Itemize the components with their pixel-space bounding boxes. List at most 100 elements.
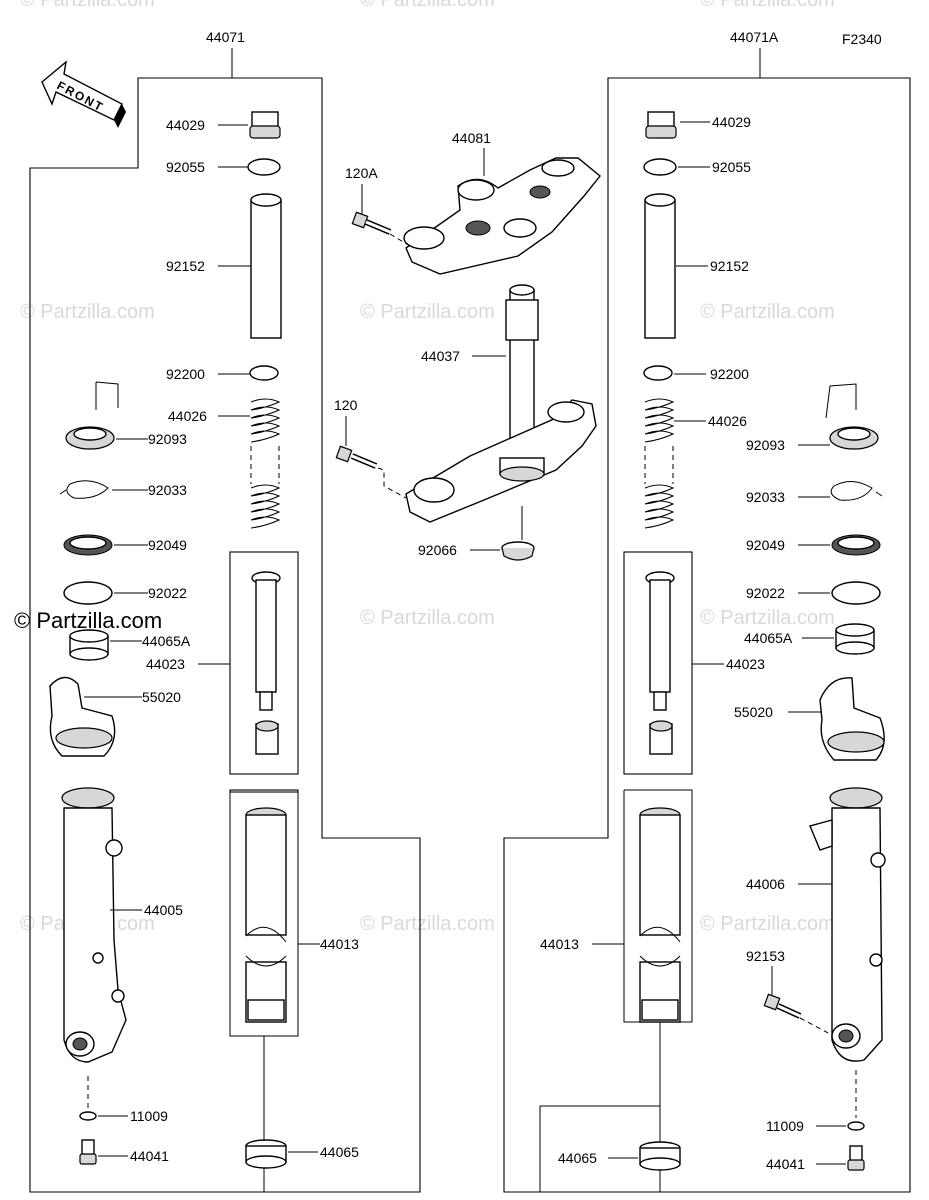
left-assembly-frame: [29, 77, 421, 1193]
label-120A: 120A: [345, 165, 378, 181]
inner-tube-bracket-left: [229, 790, 299, 1192]
label-44081: 44081: [452, 130, 491, 146]
o-ring-right: [643, 158, 677, 176]
gasket-right: [847, 1121, 865, 1131]
inner-tube-left: [245, 807, 287, 1023]
cylinder-unit-right: [645, 571, 675, 755]
label-44065A-left: 44065A: [142, 633, 191, 649]
label-92152-left: 92152: [166, 258, 205, 274]
label-44029-left: 44029: [166, 117, 205, 133]
watermark-text: © Partzilla.com: [360, 913, 495, 935]
collar-pipe-left: [250, 193, 282, 339]
label-92093-right: 92093: [746, 437, 785, 453]
clamp-bolt-lower: [335, 445, 378, 469]
label-92033-right: 92033: [746, 489, 785, 505]
clamp-bolt-upper: [351, 211, 392, 235]
label-92200-left: 92200: [166, 366, 205, 382]
inner-tube-right: [639, 807, 681, 1023]
cylinder-unit-box-left: [229, 551, 299, 775]
watermark-text: © Partzilla.com: [20, 301, 155, 323]
gasket-left: [79, 1111, 97, 1121]
cylinder-unit-box-right: [623, 551, 693, 775]
label-44013-left: 44013: [320, 936, 359, 952]
label-44041-left: 44041: [130, 1148, 169, 1164]
label-92066: 92066: [418, 542, 457, 558]
cylinder-unit-left: [251, 571, 281, 755]
label-44026-right: 44026: [708, 413, 747, 429]
steering-clamps: 44081 120A 44037: [334, 130, 601, 561]
label-92093-left: 92093: [148, 431, 187, 447]
watermark-text: © Partzilla.com: [700, 301, 835, 323]
watermark-text: © Partzilla.com: [360, 0, 495, 11]
label-55020-left: 55020: [142, 689, 181, 705]
watermark-text: © Partzilla.com: [20, 0, 155, 11]
bushing-lower-right: [639, 1141, 681, 1171]
dust-seal-right: [825, 383, 879, 450]
circlip-left: [59, 480, 109, 499]
right-fork-assembly: 44071A 44029 92055 92152 92200: [503, 29, 911, 1193]
bushing-upper-right: [835, 623, 875, 655]
bottom-bolt-right: [847, 1145, 865, 1171]
label-44065-right: 44065: [558, 1150, 597, 1166]
label-92152-right: 92152: [710, 258, 749, 274]
fork-cap-bolt-right: [645, 111, 677, 139]
watermark-text: © Partzilla.com: [360, 607, 495, 629]
watermark-text-dark: © Partzilla.com: [14, 608, 162, 633]
upper-steering-bracket: [403, 157, 601, 275]
left-fork-assembly: 44071 44029 92055 92152 92200: [29, 29, 421, 1193]
label-92055-left: 92055: [166, 159, 205, 175]
steering-stem-lower-bracket: [405, 284, 597, 523]
label-11009-right: 11009: [766, 1118, 804, 1134]
label-92200-right: 92200: [710, 366, 749, 382]
label-92049-right: 92049: [746, 537, 785, 553]
assembly-label-left: 44071: [206, 29, 245, 45]
o-ring-left: [247, 158, 281, 176]
watermark-text: © Partzilla.com: [700, 0, 835, 11]
washer-large-right: [831, 581, 881, 605]
stem-cap: [501, 541, 535, 561]
watermark-text: © Partzilla.com: [700, 607, 835, 629]
label-92022-left: 92022: [148, 585, 187, 601]
right-assembly-frame: [503, 77, 911, 1193]
label-92033-left: 92033: [148, 482, 187, 498]
fork-spring-left: [250, 398, 281, 529]
label-92153-right: 92153: [746, 948, 785, 964]
watermark-text: © Partzilla.com: [700, 913, 835, 935]
label-44065A-right: 44065A: [744, 630, 793, 646]
assembly-label-right: 44071A: [730, 29, 779, 45]
axle-clamp-bolt-right: [763, 993, 802, 1019]
label-44029-right: 44029: [712, 114, 751, 130]
collar-pipe-right: [644, 193, 676, 339]
washer-right: [643, 365, 673, 381]
watermarks: © Partzilla.com © Partzilla.com © Partzi…: [14, 0, 835, 935]
label-44026-left: 44026: [168, 408, 207, 424]
oil-seal-right: [831, 534, 881, 556]
washer-left: [249, 365, 279, 381]
fork-cap-bolt-left: [249, 111, 281, 139]
watermark-text: © Partzilla.com: [360, 301, 495, 323]
oil-seal-left: [63, 534, 113, 556]
label-44013-right: 44013: [540, 936, 579, 952]
label-92049-left: 92049: [148, 537, 187, 553]
label-92022-right: 92022: [746, 585, 785, 601]
label-44037: 44037: [421, 348, 460, 364]
washer-large-left: [63, 581, 113, 605]
fork-spring-right: [644, 398, 675, 529]
label-44023-left: 44023: [146, 656, 185, 672]
front-direction-arrow: FRONT: [41, 60, 126, 128]
outer-tube-right: [809, 787, 886, 1062]
label-44065-left: 44065: [320, 1144, 359, 1160]
figure-code: F2340: [842, 31, 882, 47]
label-120: 120: [334, 397, 358, 413]
label-44023-right: 44023: [726, 656, 765, 672]
bushing-lower-left: [245, 1139, 287, 1169]
circlip-right: [830, 481, 883, 501]
outer-tube-left: [61, 787, 127, 1063]
dust-seal-left: [65, 381, 119, 450]
bottom-bolt-left: [79, 1139, 97, 1165]
label-44005-left: 44005: [144, 902, 183, 918]
label-92055-right: 92055: [712, 159, 751, 175]
label-55020-right: 55020: [734, 704, 773, 720]
bushing-upper-left: [69, 629, 109, 661]
